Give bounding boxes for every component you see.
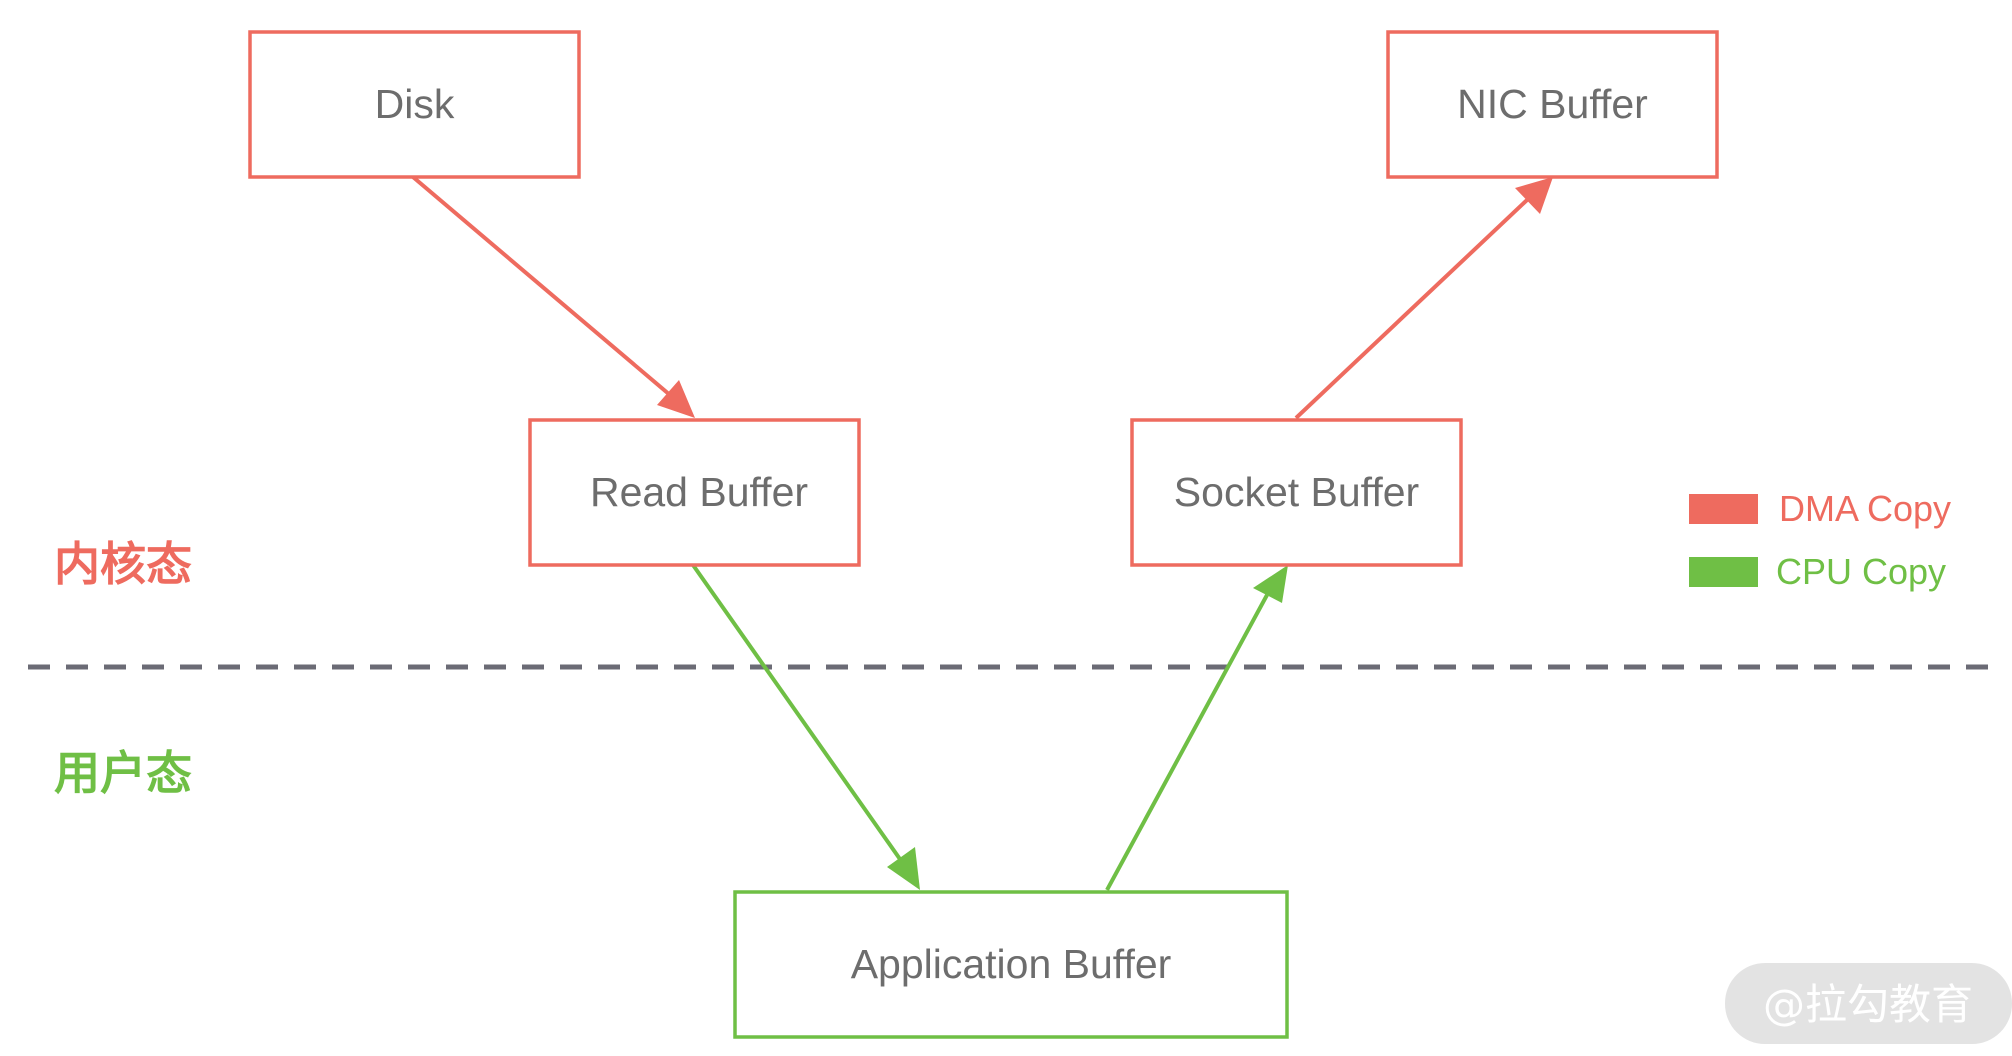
legend-dma-swatch bbox=[1689, 494, 1758, 524]
node-disk: Disk bbox=[248, 30, 581, 179]
node-nic-buffer: NIC Buffer bbox=[1386, 30, 1719, 179]
edge-application-buffer-to-socket-buffer bbox=[1105, 594, 1269, 891]
legend-dma-label: DMA Copy bbox=[1779, 488, 1951, 529]
user-space-label: 用户态 bbox=[54, 746, 192, 800]
node-read-buffer-label: Read Buffer bbox=[590, 469, 808, 515]
node-nic-buffer-label: NIC Buffer bbox=[1457, 81, 1648, 127]
watermark-text: @拉勾教育 bbox=[1763, 980, 1973, 1029]
node-application-buffer-label: Application Buffer bbox=[851, 941, 1172, 987]
node-disk-label: Disk bbox=[375, 81, 455, 127]
legend-cpu-swatch bbox=[1689, 557, 1758, 587]
edge-socket-buffer-to-nic-buffer bbox=[1294, 198, 1529, 420]
node-application-buffer: Application Buffer bbox=[733, 890, 1289, 1039]
node-socket-buffer-label: Socket Buffer bbox=[1174, 469, 1419, 515]
legend-cpu-label: CPU Copy bbox=[1776, 551, 1946, 592]
edge-disk-to-read-buffer bbox=[411, 175, 672, 397]
arrowhead-application-buffer bbox=[887, 847, 920, 890]
node-read-buffer: Read Buffer bbox=[528, 418, 861, 567]
arrowhead-nic-buffer bbox=[1515, 177, 1553, 214]
kernel-space-label: 内核态 bbox=[54, 537, 192, 591]
watermark: @拉勾教育 bbox=[1725, 963, 2012, 1044]
legend: DMA Copy CPU Copy bbox=[1689, 488, 1951, 592]
arrowhead-socket-buffer bbox=[1253, 565, 1288, 603]
arrowhead-read-buffer bbox=[657, 380, 695, 418]
edge-read-buffer-to-application-buffer bbox=[691, 563, 904, 864]
node-socket-buffer: Socket Buffer bbox=[1130, 418, 1463, 567]
